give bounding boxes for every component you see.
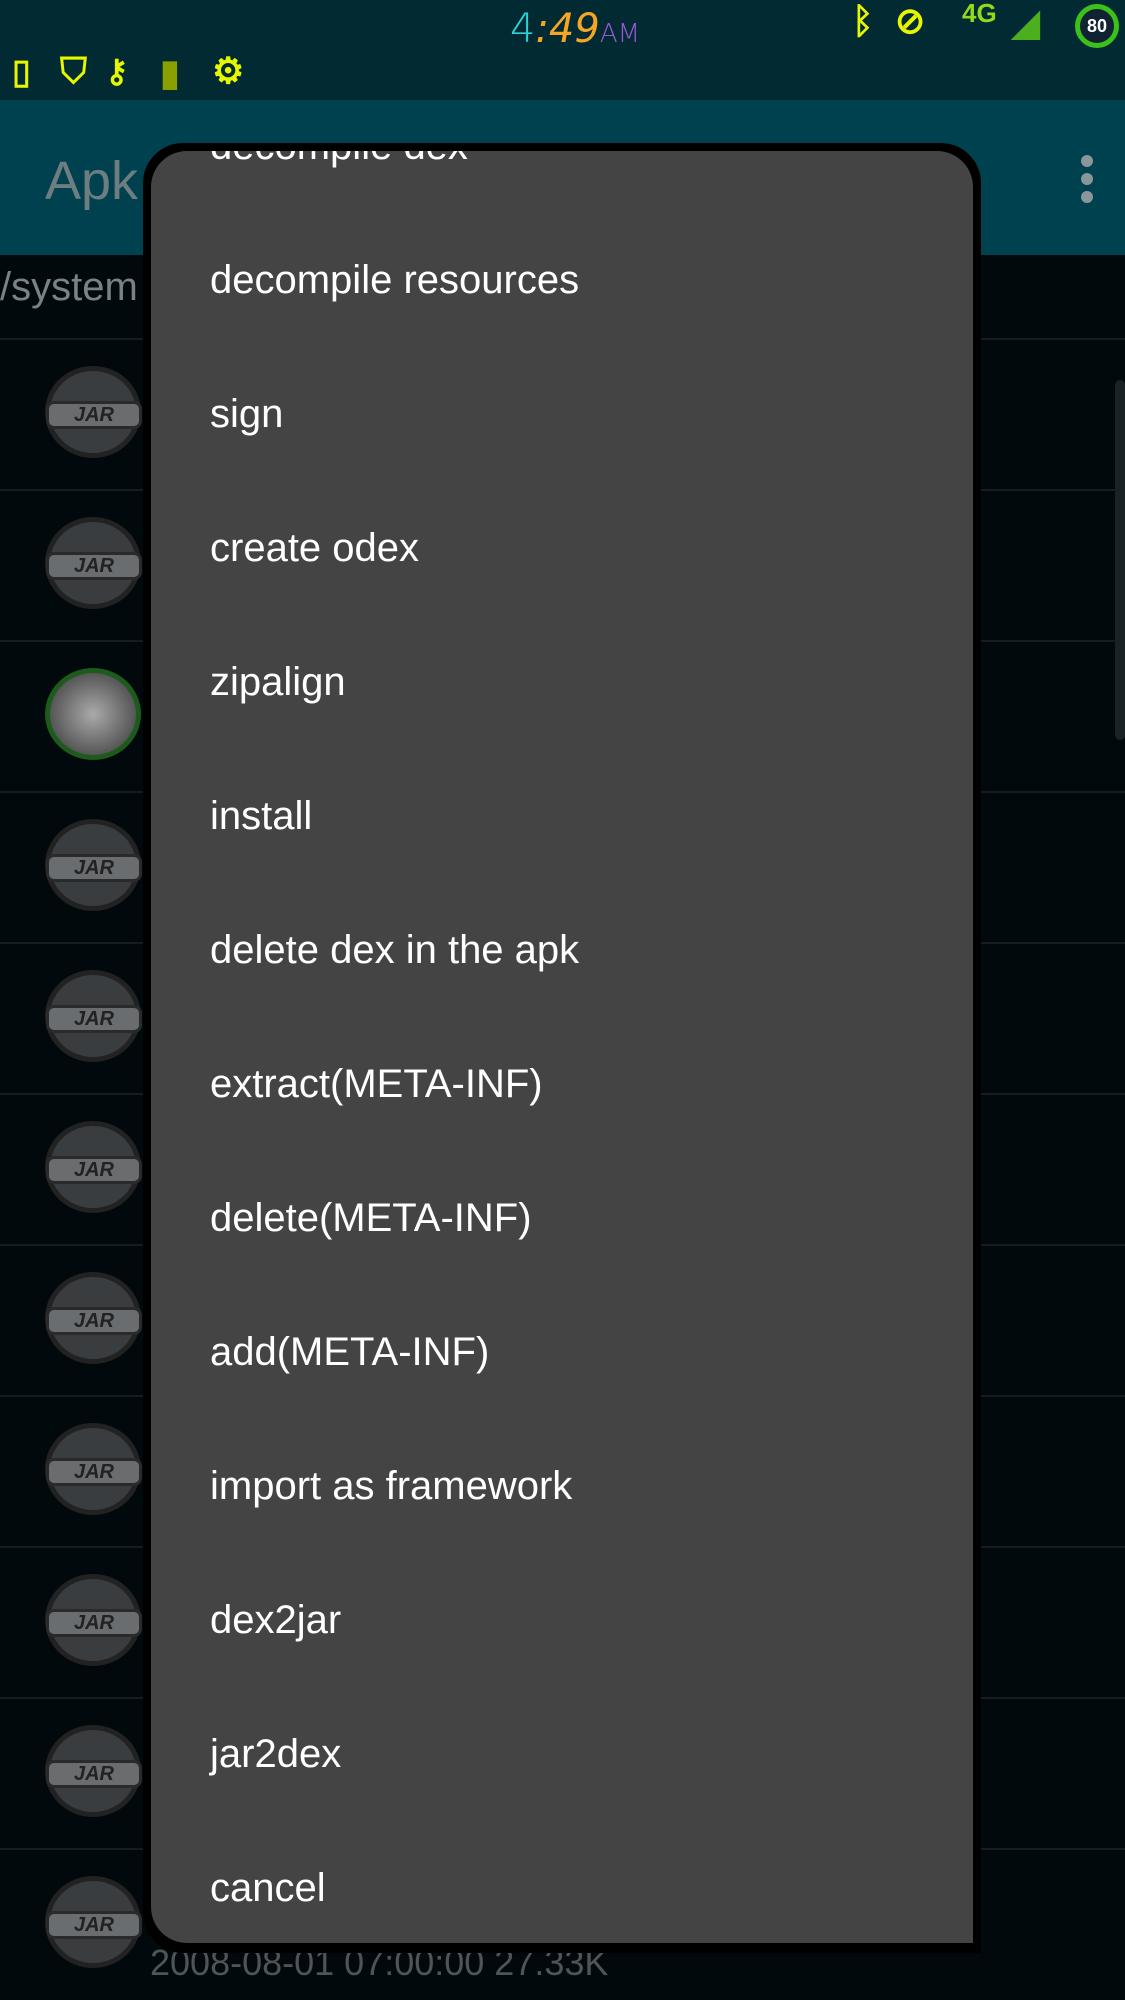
jar-file-icon: JAR bbox=[45, 1423, 142, 1515]
jar-file-icon: JAR bbox=[45, 1574, 142, 1666]
menu-item-create-odex[interactable]: create odex bbox=[210, 526, 420, 570]
jar-file-icon: JAR bbox=[45, 1725, 142, 1817]
jar-label: JAR bbox=[46, 401, 142, 429]
menu-item-zipalign[interactable]: zipalign bbox=[210, 660, 346, 704]
network-type: 4G bbox=[962, 0, 997, 28]
menu-item-import-as-framework[interactable]: import as framework bbox=[210, 1464, 573, 1508]
gear-icon: ⚙ bbox=[212, 50, 245, 91]
context-menu-dialog: decompile dex decompile resources sign crea… bbox=[143, 143, 981, 1953]
menu-item-decompile-dex[interactable]: decompile dex bbox=[151, 151, 973, 213]
jar-label: JAR bbox=[46, 1156, 142, 1184]
jar-file-icon: JAR bbox=[45, 517, 142, 609]
jar-label: JAR bbox=[46, 1005, 142, 1033]
download-book-icon: ▮ bbox=[160, 52, 180, 93]
menu-item-cancel[interactable]: cancel bbox=[210, 1866, 326, 1910]
menu-item-jar2dex[interactable]: jar2dex bbox=[210, 1732, 342, 1776]
clock-ampm: AM bbox=[599, 19, 641, 49]
app-title: Apk bbox=[45, 151, 139, 211]
file-list-item[interactable]: JAR bbox=[0, 1093, 1125, 1244]
status-bar: 4:49AM ▯ ⛉ ⚷ ▮ ⚙ ᛒ ⊘ 4G ◢ 80 bbox=[0, 0, 1125, 100]
jar-label: JAR bbox=[46, 854, 142, 882]
more-options-icon[interactable] bbox=[1081, 155, 1095, 209]
shield-check-icon: ⛉ bbox=[60, 50, 88, 91]
menu-item-delete-meta-inf[interactable]: delete(META-INF) bbox=[210, 1196, 532, 1240]
current-path: /system bbox=[0, 265, 138, 309]
mute-vibrate-icon: ⊘ bbox=[895, 0, 926, 41]
menu-item-install[interactable]: install bbox=[210, 794, 313, 838]
clock-hour: 4 bbox=[510, 6, 536, 52]
menu-item-delete-dex-in-the-apk[interactable]: delete dex in the apk bbox=[210, 928, 580, 972]
key-icon: ⚷ bbox=[105, 53, 129, 89]
jar-label: JAR bbox=[46, 1458, 142, 1486]
jar-file-icon: JAR bbox=[45, 819, 142, 911]
jar-file-icon: JAR bbox=[45, 1272, 142, 1364]
phone-rotate-icon: ▯ bbox=[12, 53, 31, 91]
battery-indicator: 80 bbox=[1075, 4, 1119, 48]
file-list-item[interactable]: JAR bbox=[0, 338, 1125, 489]
signal-icon: ◢ bbox=[1012, 2, 1040, 43]
bluetooth-icon: ᛒ bbox=[852, 0, 874, 41]
menu-item-dex2jar[interactable]: dex2jar bbox=[210, 1598, 342, 1642]
jar-file-icon: JAR bbox=[45, 970, 142, 1062]
menu-item-sign[interactable]: sign bbox=[210, 392, 284, 436]
clock-minutes: :49 bbox=[535, 6, 600, 52]
jar-label: JAR bbox=[46, 1760, 142, 1788]
jar-label: JAR bbox=[46, 1609, 142, 1637]
apk-file-icon bbox=[45, 668, 141, 760]
jar-label: JAR bbox=[46, 1911, 142, 1939]
jar-label: JAR bbox=[46, 1307, 142, 1335]
jar-file-icon: JAR bbox=[45, 1121, 142, 1213]
clock: 4:49AM bbox=[510, 6, 640, 52]
jar-file-icon: JAR bbox=[45, 366, 142, 458]
menu-item-decompile-resources[interactable]: decompile resources bbox=[210, 258, 580, 302]
menu-item-add-meta-inf[interactable]: add(META-INF) bbox=[210, 1330, 490, 1374]
menu-item-extract-meta-inf[interactable]: extract(META-INF) bbox=[210, 1062, 543, 1106]
jar-file-icon: JAR bbox=[45, 1876, 142, 1968]
jar-label: JAR bbox=[46, 552, 142, 580]
scrollbar[interactable] bbox=[1115, 380, 1125, 740]
